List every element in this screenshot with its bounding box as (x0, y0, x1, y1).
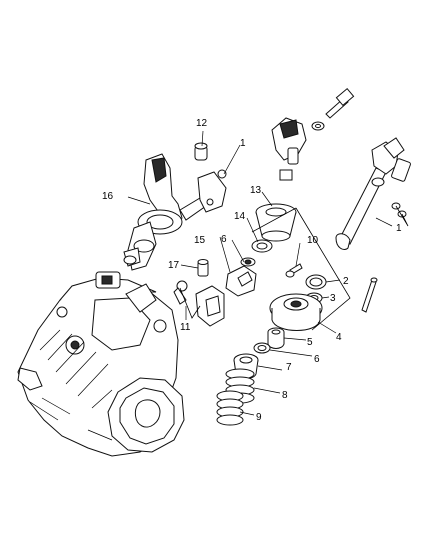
callout-1-right: 1 (396, 223, 402, 234)
callout-11: 11 (180, 322, 191, 333)
bracket-1-middle (197, 169, 227, 213)
ring-6-lower (253, 342, 271, 354)
stud-bolt (361, 277, 378, 313)
clip-15 (225, 265, 257, 297)
ring-6-upper (240, 257, 256, 267)
bracket-line-13-4 (251, 207, 351, 331)
boot-13 (255, 203, 297, 242)
bushing-5 (267, 327, 285, 349)
seal-14 (251, 239, 273, 253)
callout-3: 3 (330, 293, 336, 304)
callout-1-middle: 1 (240, 138, 246, 149)
fork-11 (173, 280, 225, 327)
callout-10: 10 (307, 235, 319, 246)
transmission-housing (17, 271, 185, 457)
shift-lever-top (271, 117, 307, 181)
spring-9 (216, 390, 244, 426)
bushing-12 (194, 142, 208, 161)
callout-4: 4 (336, 332, 342, 343)
callout-12: 12 (196, 118, 208, 129)
screw-10 (285, 263, 303, 278)
pin-17 (197, 259, 209, 277)
callout-13: 13 (250, 185, 262, 196)
callout-5: 5 (307, 337, 313, 348)
callout-15: 15 (194, 235, 206, 246)
callout-14: 14 (234, 211, 246, 222)
callout-2: 2 (343, 276, 349, 287)
callout-6-upper: 6 (221, 234, 227, 245)
callout-16: 16 (102, 191, 114, 202)
bolt-top (311, 87, 355, 131)
callout-6-lower: 6 (314, 354, 320, 365)
bracket-line-1-right (395, 205, 409, 227)
cover-4 (269, 293, 323, 331)
callout-17: 17 (168, 260, 180, 271)
callout-7: 7 (286, 362, 292, 373)
callout-labels: 12 1 16 13 14 6 15 17 10 2 3 4 5 6 7 8 9… (102, 118, 402, 423)
callout-9: 9 (256, 412, 262, 423)
bracket-line-11 (179, 287, 201, 319)
ring-2 (305, 274, 327, 290)
callout-8: 8 (282, 390, 288, 401)
selector-shaft (335, 137, 411, 251)
leader-lines (127, 130, 393, 416)
shift-housing-16 (123, 153, 207, 271)
